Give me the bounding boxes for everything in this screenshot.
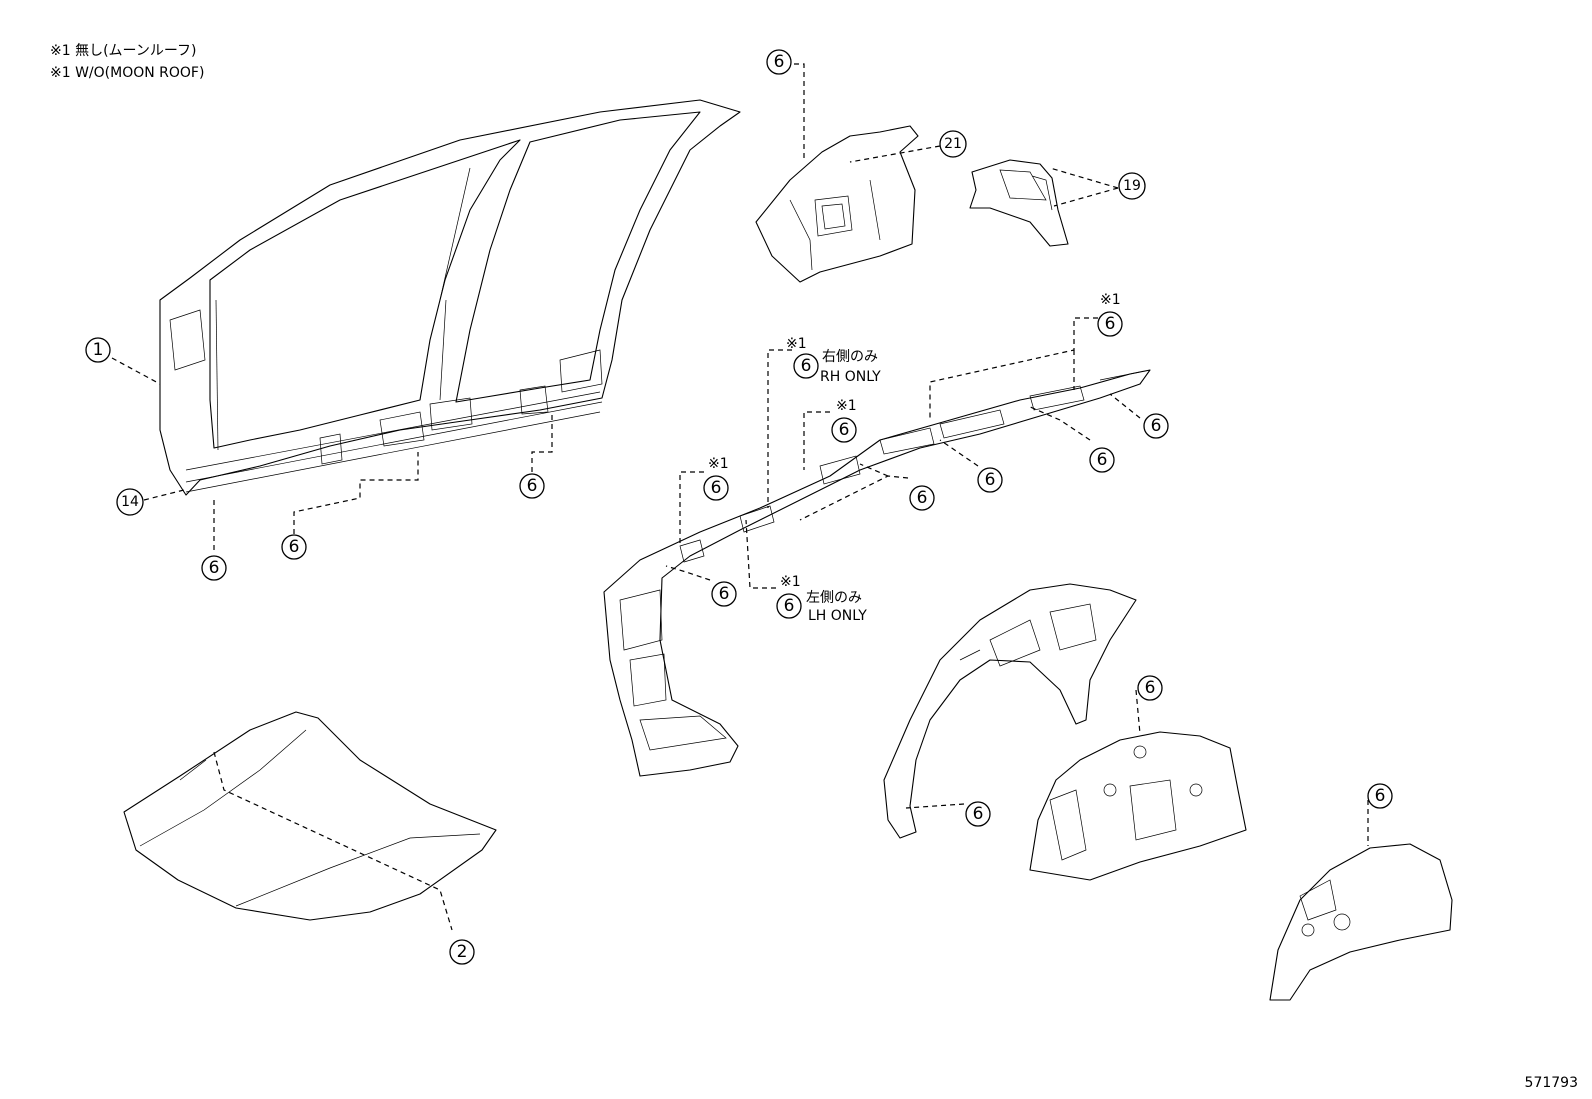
svg-text:6: 6 (784, 596, 795, 616)
wheelhouse-extension (1269, 843, 1453, 1001)
svg-text:6: 6 (985, 470, 996, 490)
rh-only-label-en: RH ONLY (820, 369, 881, 385)
callout-21: 21 (939, 130, 967, 158)
bracket-part (969, 159, 1069, 247)
svg-text:6: 6 (839, 420, 850, 440)
qualifier-mark-rear: ※1 (1100, 292, 1121, 308)
svg-text:6: 6 (1151, 416, 1162, 436)
svg-text:6: 6 (711, 478, 722, 498)
svg-text:6: 6 (1375, 786, 1386, 806)
callout-6-top: 6 (766, 49, 792, 75)
callout-6-wheelhouse-outer: 6 (965, 801, 991, 827)
qualifier-mark-left: ※1 (708, 456, 729, 472)
qualifier-mark-mid: ※1 (836, 398, 857, 414)
hood-panel (123, 711, 497, 921)
svg-text:14: 14 (121, 494, 139, 510)
svg-text:6: 6 (1145, 678, 1156, 698)
note-japanese: ※1 無し(ムーンルーフ) (50, 43, 197, 59)
svg-text:6: 6 (1097, 450, 1108, 470)
callout-19: 19 (1118, 172, 1146, 200)
svg-text:1: 1 (93, 340, 104, 360)
svg-text:※1: ※1 (1100, 292, 1121, 308)
callout-6-rail-right-3: 6 (977, 467, 1003, 493)
callout-6-rail-left-optional: 6 (703, 475, 729, 501)
svg-text:6: 6 (774, 52, 785, 72)
callout-6-rail-mid-optional: 6 (831, 417, 857, 443)
svg-text:6: 6 (209, 558, 220, 578)
diagram-reference-number: 571793 (1524, 1075, 1578, 1091)
svg-text:※1: ※1 (836, 398, 857, 414)
svg-text:※1: ※1 (786, 336, 807, 352)
callout-6-wheelhouse-extension: 6 (1367, 783, 1393, 809)
callout-6-rh-only: 6 (793, 353, 819, 379)
side-outer-panel (159, 99, 741, 496)
callout-6-sill-rear: 6 (519, 473, 545, 499)
callout-6-lh-only: 6 (776, 593, 802, 619)
qualifier-mark-rh: ※1 (786, 336, 807, 352)
callout-6-wheelhouse-inner: 6 (1137, 675, 1163, 701)
svg-text:6: 6 (527, 476, 538, 496)
leader-lines (111, 63, 1369, 931)
callouts: 1 14 6 6 6 6 21 19 (85, 49, 1393, 965)
callout-6-rail-rear-optional: 6 (1097, 311, 1123, 337)
rear-wheelhouse-inner (1029, 731, 1247, 881)
rear-quarter-inner-panel (755, 125, 919, 283)
svg-text:6: 6 (973, 804, 984, 824)
svg-text:6: 6 (917, 488, 928, 508)
callout-6-rail-right-1: 6 (1143, 413, 1169, 439)
svg-text:※1: ※1 (708, 456, 729, 472)
svg-text:6: 6 (1105, 314, 1116, 334)
roof-side-inner-rail (603, 369, 1151, 777)
svg-text:2: 2 (457, 942, 468, 962)
lh-only-label-jp: 左側のみ (806, 590, 862, 606)
callout-14: 14 (116, 488, 144, 516)
callout-6-sill-front: 6 (201, 555, 227, 581)
rear-wheelhouse-outer (883, 583, 1137, 839)
svg-text:21: 21 (944, 136, 962, 152)
rh-only-label-jp: 右側のみ (822, 349, 878, 365)
svg-text:19: 19 (1123, 178, 1141, 194)
note-english: ※1 W/O(MOON ROOF) (50, 65, 205, 81)
callout-6-rail-right-4: 6 (909, 485, 935, 511)
svg-text:※1: ※1 (780, 574, 801, 590)
callout-1: 1 (85, 337, 111, 363)
svg-text:6: 6 (719, 584, 730, 604)
callout-2: 2 (449, 939, 475, 965)
callout-6-rail-below: 6 (711, 581, 737, 607)
svg-text:6: 6 (289, 537, 300, 557)
lh-only-label-en: LH ONLY (808, 608, 867, 624)
callout-6-sill-mid: 6 (281, 534, 307, 560)
callout-6-rail-right-2: 6 (1089, 447, 1115, 473)
svg-text:6: 6 (801, 356, 812, 376)
qualifier-mark-lh: ※1 (780, 574, 801, 590)
applicability-notes: ※1 無し(ムーンルーフ) ※1 W/O(MOON ROOF) (50, 40, 204, 84)
